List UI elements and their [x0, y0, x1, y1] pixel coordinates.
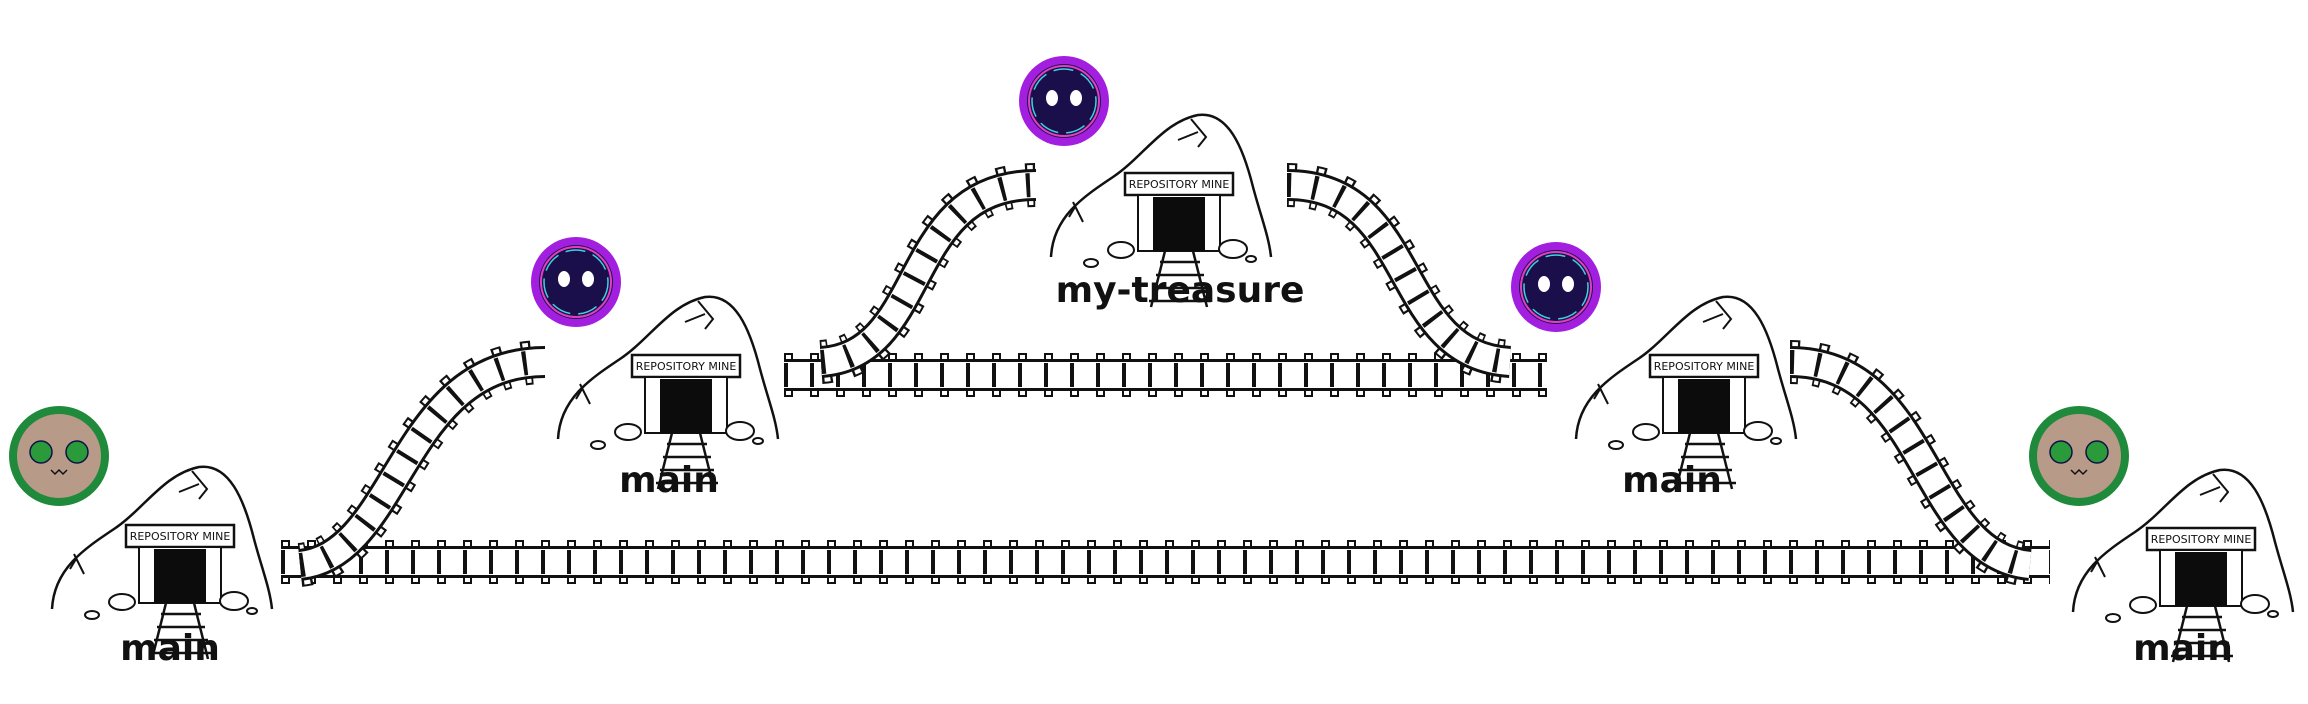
repository-node: REPOSITORY MINE main [531, 237, 780, 501]
repository-node: REPOSITORY MINE main [13, 410, 274, 669]
green-avatar-icon [2033, 410, 2125, 502]
purple-avatar-icon [1019, 56, 1109, 146]
mine-sign-text: REPOSITORY MINE [1129, 178, 1230, 191]
purple-avatar-icon [531, 237, 621, 327]
green-avatar-icon [13, 410, 105, 502]
branch-label: main [619, 460, 719, 501]
track-curve-branch-out [296, 340, 547, 587]
branch-label: my-treasure [1056, 270, 1305, 311]
purple-avatar-icon [1511, 242, 1601, 332]
tracks-layer [281, 163, 2050, 587]
mine-sign-text: REPOSITORY MINE [130, 530, 231, 543]
repository-node: REPOSITORY MINE main [1511, 242, 1798, 501]
mine-sign-text: REPOSITORY MINE [1654, 360, 1755, 373]
track-curve-treasure-out [818, 163, 1037, 384]
track-curve-merge [1788, 340, 2034, 587]
mine-sign-text: REPOSITORY MINE [636, 360, 737, 373]
branch-label: main [1622, 460, 1722, 501]
repository-node: REPOSITORY MINE my-treasure [1019, 56, 1304, 311]
repository-node: REPOSITORY MINE main [2033, 410, 2295, 669]
track-curve-treasure-merge [1285, 163, 1513, 384]
branch-label: main [120, 628, 220, 669]
branch-label: main [2133, 628, 2233, 669]
mine-sign-text: REPOSITORY MINE [2151, 533, 2252, 546]
